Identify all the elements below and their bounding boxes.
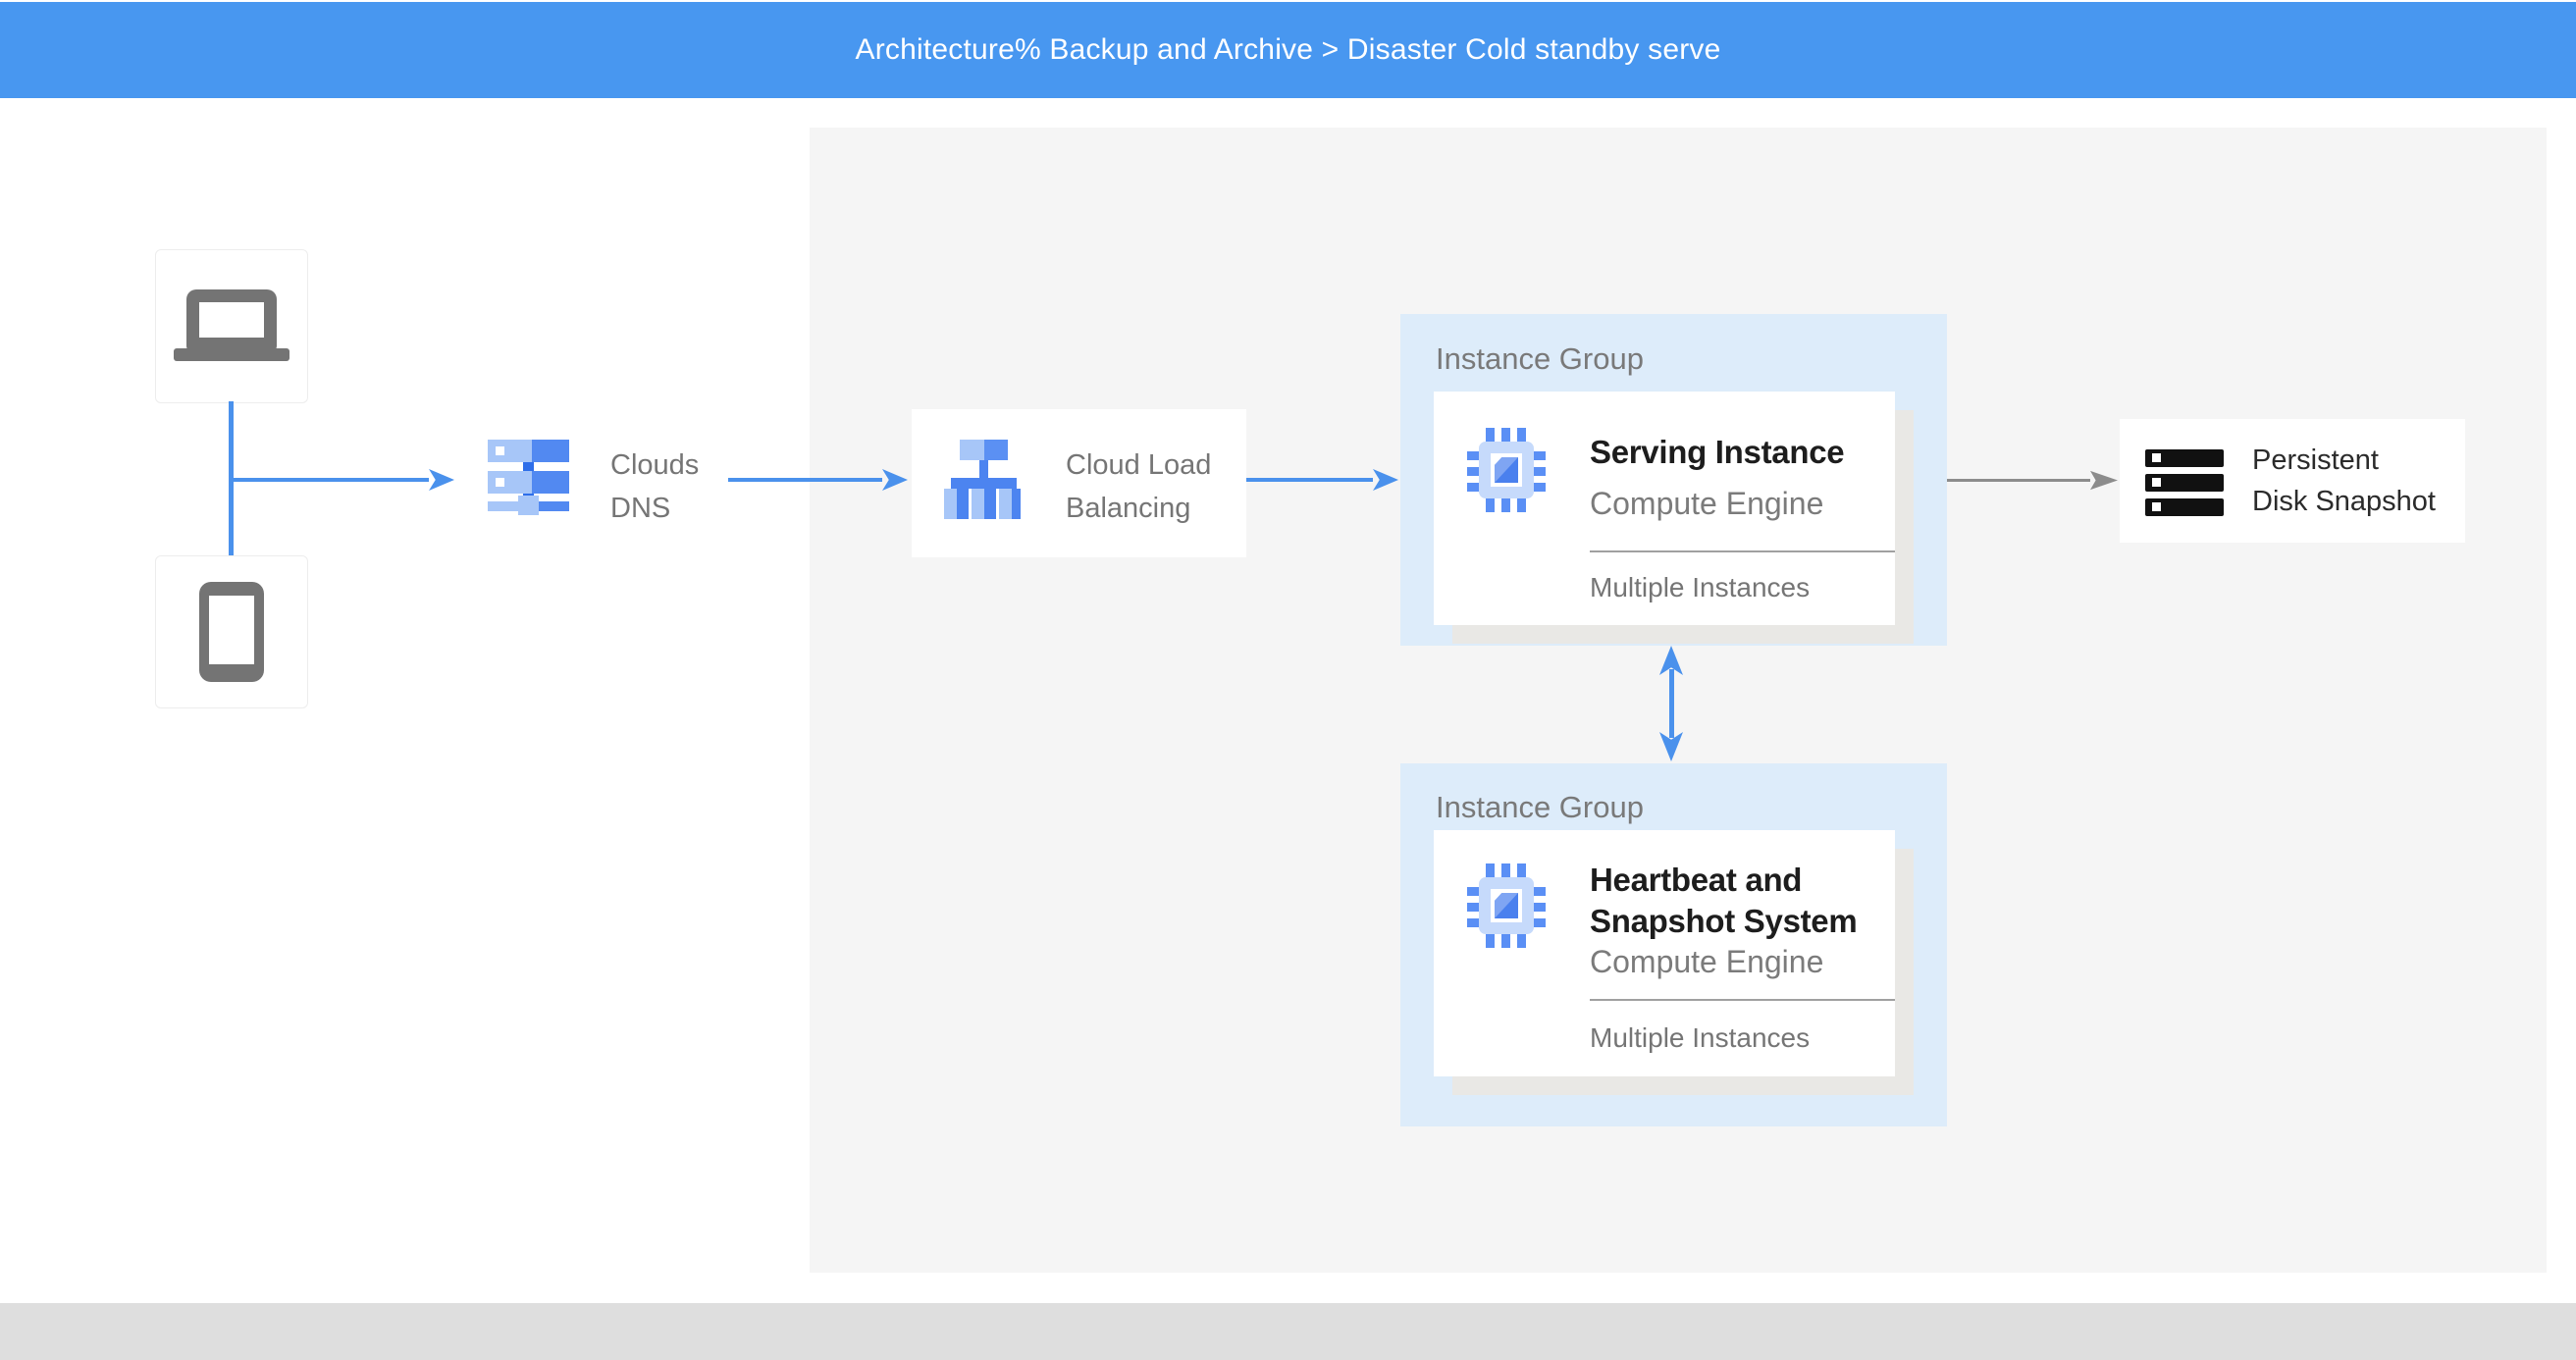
card-title: Serving Instance <box>1590 434 1845 470</box>
lb-label-line1: Cloud Load <box>1066 449 1212 481</box>
card-title-line1: Heartbeat and <box>1590 862 1803 898</box>
laptop-node[interactable] <box>155 249 308 403</box>
double-arrow-icon <box>1659 646 1683 761</box>
card-footer: Multiple Instances <box>1590 1022 1811 1053</box>
compute-engine-chip-icon <box>1467 863 1546 948</box>
cloud-dns-node[interactable]: Clouds DNS <box>488 440 821 534</box>
card-footer: Multiple Instances <box>1590 572 1811 602</box>
serving-instance-card[interactable]: Serving Instance Compute Engine Multiple… <box>1434 392 1895 625</box>
dns-label-line1: Clouds <box>610 449 700 481</box>
cloud-load-balancing-icon <box>944 440 1021 520</box>
connector-devices-to-dns <box>229 478 429 482</box>
connector-dns-to-lb <box>728 478 882 482</box>
card-divider <box>1590 550 1895 552</box>
card-subtitle: Compute Engine <box>1590 944 1824 979</box>
page-title: Architecture% Backup and Archive > Disas… <box>855 33 1721 66</box>
title-bar: Architecture% Backup and Archive > Disas… <box>0 2 2576 98</box>
mobile-node[interactable] <box>155 555 308 708</box>
card-subtitle: Compute Engine <box>1590 486 1824 521</box>
connector-lb-to-group1 <box>1246 478 1373 482</box>
persistent-disk-snapshot-node[interactable]: Persistent Disk Snapshot <box>2120 419 2465 543</box>
cloud-dns-icon <box>488 440 569 517</box>
disk-label-line1: Persistent <box>2252 445 2379 476</box>
connector-group1-to-disk <box>1947 479 2090 482</box>
dns-label-line2: DNS <box>610 493 671 524</box>
persistent-disk-icon <box>2145 449 2224 516</box>
heartbeat-snapshot-card[interactable]: Heartbeat and Snapshot System Compute En… <box>1434 830 1895 1076</box>
compute-engine-chip-icon <box>1467 428 1546 512</box>
mobile-device-icon <box>199 582 264 682</box>
card-title-line2: Snapshot System <box>1590 903 1858 939</box>
lb-label-line2: Balancing <box>1066 493 1191 524</box>
card-divider <box>1590 999 1895 1001</box>
cloud-load-balancing-node[interactable]: Cloud Load Balancing <box>912 409 1246 557</box>
laptop-icon <box>174 288 289 364</box>
bottom-bar <box>0 1303 2576 1360</box>
disk-label-line2: Disk Snapshot <box>2252 486 2436 517</box>
arrow-right-icon <box>429 468 454 492</box>
instance-group-heartbeat[interactable]: Instance Group Heartbeat and Snapshot Sy… <box>1400 763 1947 1126</box>
instance-group-label: Instance Group <box>1436 341 1644 376</box>
instance-group-label: Instance Group <box>1436 790 1644 824</box>
instance-group-serving[interactable]: Instance Group Serving Instance Compute … <box>1400 314 1947 646</box>
